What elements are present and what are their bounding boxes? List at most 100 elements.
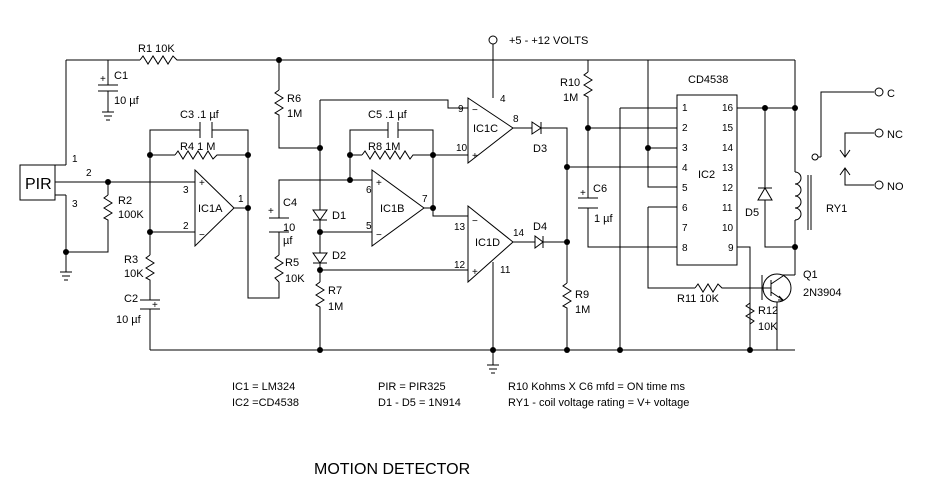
svg-text:D5: D5 <box>745 207 759 219</box>
ground-symbols <box>60 111 499 374</box>
svg-text:D4: D4 <box>533 221 547 233</box>
ic1b-opamp: + − 6 5 7 IC1B <box>366 169 428 247</box>
svg-text:1M: 1M <box>563 92 578 104</box>
svg-text:3: 3 <box>72 199 78 210</box>
svg-text:8: 8 <box>513 114 519 125</box>
svg-text:PIR = PIR325: PIR = PIR325 <box>378 381 446 393</box>
svg-text:NC: NC <box>887 129 903 141</box>
svg-text:−: − <box>472 105 478 116</box>
relay-coil <box>794 87 884 221</box>
svg-text:C: C <box>887 88 895 100</box>
component-labels: +5 - +12 VOLTS R1 10K C1 10 µf R2 100K R… <box>114 35 904 333</box>
svg-text:6: 6 <box>366 185 372 196</box>
svg-text:R4 1 M: R4 1 M <box>180 141 215 153</box>
svg-text:6: 6 <box>682 203 688 214</box>
svg-text:IC2: IC2 <box>698 169 715 181</box>
svg-text:R11 10K: R11 10K <box>677 293 720 305</box>
svg-text:C3 .1 µf: C3 .1 µf <box>180 109 220 121</box>
svg-text:+: + <box>199 178 205 189</box>
svg-text:C2: C2 <box>124 293 138 305</box>
capacitors: + + + + <box>98 74 598 311</box>
svg-text:D1 - D5 = 1N914: D1 - D5 = 1N914 <box>378 397 461 409</box>
svg-text:D1: D1 <box>332 210 346 222</box>
svg-text:−: − <box>376 230 382 241</box>
svg-text:1M: 1M <box>575 304 590 316</box>
svg-text:1: 1 <box>72 154 78 165</box>
svg-text:−: − <box>199 230 205 241</box>
ic2-cd4538: CD4538 IC2 1 2 3 4 5 6 7 8 16 15 14 13 1… <box>676 74 738 266</box>
svg-text:IC1C: IC1C <box>473 123 498 135</box>
svg-text:9: 9 <box>458 104 464 115</box>
svg-text:13: 13 <box>454 222 466 233</box>
svg-text:1M: 1M <box>287 108 302 120</box>
diagram-title: MOTION DETECTOR <box>314 461 470 478</box>
svg-text:RY1: RY1 <box>826 203 847 215</box>
svg-text:10K: 10K <box>285 273 305 285</box>
svg-text:5: 5 <box>366 221 372 232</box>
svg-text:5: 5 <box>682 183 688 194</box>
svg-text:2: 2 <box>183 221 189 232</box>
svg-text:+: + <box>472 151 478 162</box>
svg-text:1M: 1M <box>328 301 343 313</box>
svg-text:1: 1 <box>238 194 244 205</box>
svg-text:IC2 =CD4538: IC2 =CD4538 <box>232 397 299 409</box>
svg-text:D2: D2 <box>332 250 346 262</box>
svg-text:8: 8 <box>682 243 688 254</box>
svg-text:C5 .1 µf: C5 .1 µf <box>368 109 408 121</box>
svg-text:R5: R5 <box>285 257 299 269</box>
junction-dots <box>63 57 798 353</box>
svg-text:R9: R9 <box>575 289 589 301</box>
svg-text:1: 1 <box>682 103 688 114</box>
svg-text:CD4538: CD4538 <box>688 74 728 86</box>
supply-terminal <box>488 35 498 45</box>
svg-text:10K: 10K <box>758 321 778 333</box>
svg-text:7: 7 <box>422 194 428 205</box>
svg-text:+: + <box>152 300 158 311</box>
svg-text:9: 9 <box>728 243 734 254</box>
wiring <box>55 44 874 365</box>
svg-text:R7: R7 <box>328 285 342 297</box>
svg-text:IC1A: IC1A <box>198 203 223 215</box>
svg-text:10: 10 <box>283 222 295 234</box>
svg-text:10: 10 <box>722 223 734 234</box>
svg-text:100K: 100K <box>118 209 144 221</box>
transistor-q1 <box>762 273 792 303</box>
svg-text:C6: C6 <box>593 183 607 195</box>
svg-text:Q1: Q1 <box>803 269 818 281</box>
pir-sensor: PIR 1 2 3 <box>19 154 92 210</box>
svg-text:10: 10 <box>456 143 468 154</box>
svg-text:+: + <box>580 188 586 199</box>
svg-text:3: 3 <box>682 143 688 154</box>
svg-text:13: 13 <box>722 163 734 174</box>
svg-text:+: + <box>268 206 274 217</box>
svg-text:12: 12 <box>454 260 466 271</box>
svg-text:PIR: PIR <box>25 176 52 193</box>
svg-text:4: 4 <box>500 94 506 105</box>
supply-label: +5 - +12 VOLTS <box>509 35 588 47</box>
svg-text:11: 11 <box>722 203 733 214</box>
svg-text:3: 3 <box>183 185 189 196</box>
svg-text:R3: R3 <box>124 254 138 266</box>
svg-text:2N3904: 2N3904 <box>803 287 842 299</box>
svg-text:IC1B: IC1B <box>380 203 404 215</box>
svg-text:7: 7 <box>682 223 688 234</box>
svg-text:4: 4 <box>682 163 688 174</box>
svg-text:R10 Kohms X C6 mfd = ON: R10 Kohms X C6 mfd = ON time ms <box>508 381 685 393</box>
ic1d-opamp: − + 13 12 14 11 IC1D <box>454 204 525 284</box>
ic1a-opamp: + − 3 2 1 IC1A <box>183 168 244 248</box>
svg-text:R12: R12 <box>758 305 778 317</box>
svg-text:10 µf: 10 µf <box>114 95 140 107</box>
svg-text:1 µf: 1 µf <box>594 213 614 225</box>
svg-text:15: 15 <box>722 123 734 134</box>
svg-text:µf: µf <box>283 235 293 247</box>
svg-text:C4: C4 <box>283 197 297 209</box>
svg-text:NO: NO <box>887 181 904 193</box>
svg-text:IC1 = LM324: IC1 = LM324 <box>232 381 295 393</box>
diodes <box>312 121 773 264</box>
parts-notes: IC1 = LM324 IC2 =CD4538 PIR = PIR325 D1 … <box>232 381 689 409</box>
svg-text:R1 10K: R1 10K <box>138 43 175 55</box>
svg-text:14: 14 <box>722 143 734 154</box>
svg-text:16: 16 <box>722 103 734 114</box>
svg-text:11: 11 <box>500 265 511 276</box>
